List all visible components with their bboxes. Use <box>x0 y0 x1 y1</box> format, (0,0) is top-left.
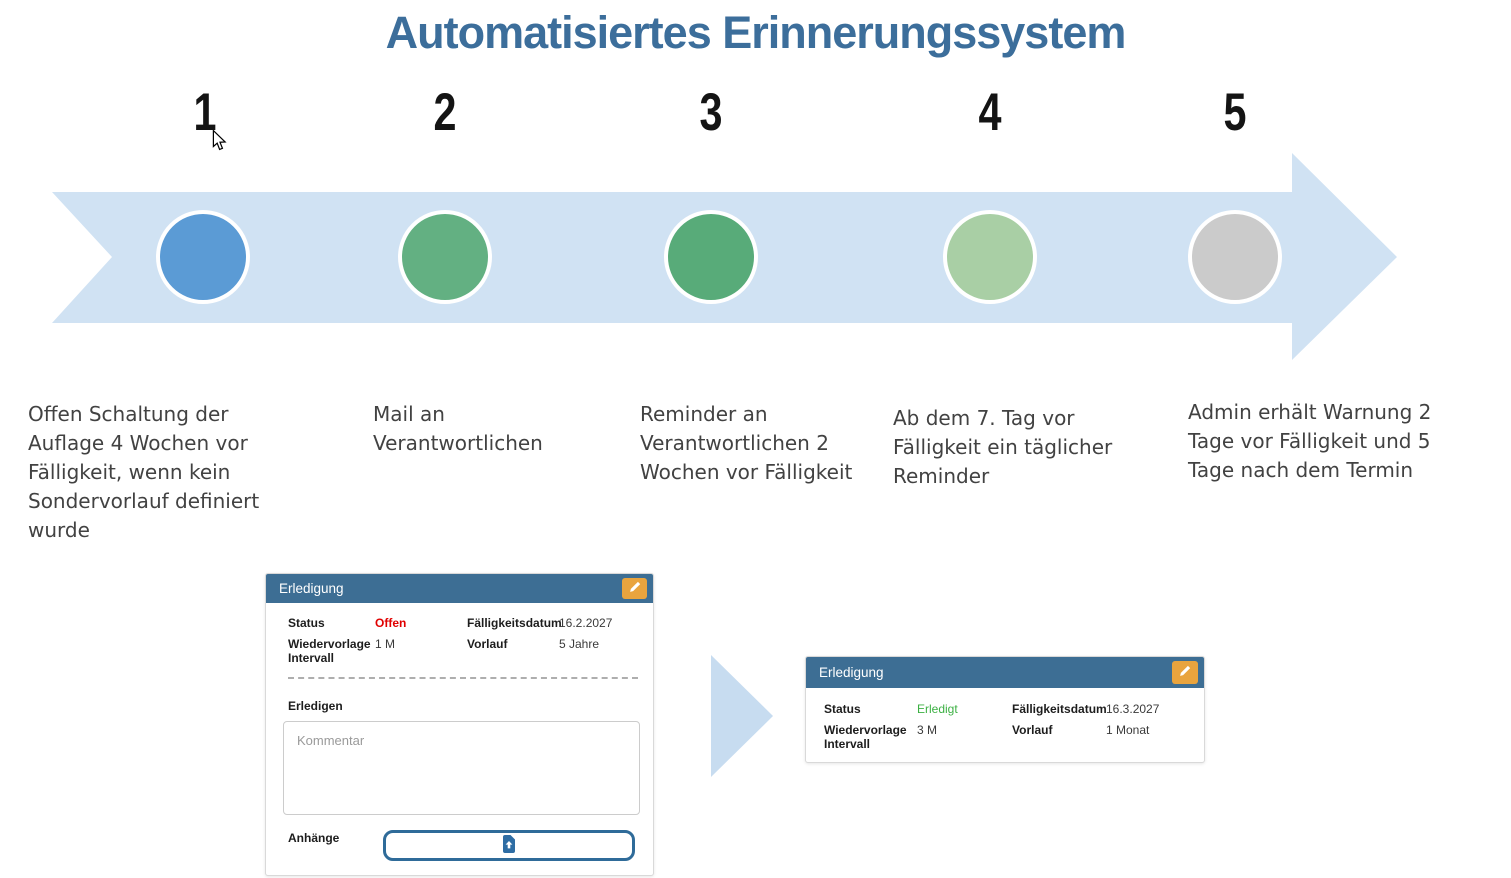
kommentar-input[interactable] <box>283 721 640 815</box>
status-label: Status <box>288 616 325 630</box>
step-description-3: Reminder an Verantwortlichen 2 Wochen vo… <box>640 402 853 484</box>
step-number-4: 4 <box>978 83 1002 142</box>
status-label: Status <box>824 702 861 716</box>
pencil-icon <box>1179 665 1191 680</box>
status-value: Offen <box>375 616 407 630</box>
step-description-1: Offen Schaltung der Auflage 4 Wochen vor… <box>28 402 260 542</box>
transition-arrow <box>711 655 773 777</box>
wiedervorlage-value: 3 M <box>917 723 938 737</box>
step-description-2: Mail an Verantwortlichen <box>373 402 543 455</box>
vorlauf-label: Vorlauf <box>1012 723 1053 737</box>
erledigung-card-open: Erledigung Status Offen Fälligkeitsdatum… <box>265 573 654 876</box>
step-description-4: Ab dem 7. Tag vor Fälligkeit ein täglich… <box>893 406 1113 488</box>
erledigen-label: Erledigen <box>288 699 343 713</box>
file-upload-icon <box>502 835 516 856</box>
edit-button[interactable] <box>622 578 647 599</box>
anhaenge-label: Anhänge <box>288 831 340 845</box>
step-number-1: 1 <box>193 83 217 142</box>
faelligkeitsdatum-value: 16.3.2027 <box>1106 702 1160 716</box>
vorlauf-label: Vorlauf <box>467 637 508 651</box>
status-value: Erledigt <box>917 702 958 716</box>
step-circle-5 <box>1188 210 1282 304</box>
upload-attachment-button[interactable] <box>383 830 635 861</box>
step-circle-1 <box>156 210 250 304</box>
step-circle-2 <box>398 210 492 304</box>
wiedervorlage-label: Wiedervorlage Intervall <box>288 637 371 665</box>
card-done-header: Erledigung <box>806 657 1204 688</box>
step-circle-4 <box>943 210 1037 304</box>
wiedervorlage-label-line1: Wiedervorlage <box>288 637 371 651</box>
faelligkeitsdatum-value: 16.2.2027 <box>559 616 613 630</box>
card-done-title: Erledigung <box>819 665 884 680</box>
wiedervorlage-label-line2: Intervall <box>824 737 871 751</box>
wiedervorlage-label-line1: Wiedervorlage <box>824 723 907 737</box>
card-open-header: Erledigung <box>266 574 653 603</box>
wiedervorlage-value: 1 M <box>375 637 396 651</box>
step-description-5: Admin erhält Warnung 2 Tage vor Fälligke… <box>1188 400 1432 482</box>
dashed-divider <box>288 677 638 679</box>
step-number-3: 3 <box>699 83 723 142</box>
card-open-title: Erledigung <box>279 581 344 596</box>
mouse-cursor-icon <box>212 129 227 157</box>
page-title: Automatisiertes Erinnerungssystem <box>385 7 1127 58</box>
vorlauf-value: 1 Monat <box>1106 723 1150 737</box>
erledigung-card-done: Erledigung Status Erledigt Fälligkeitsda… <box>805 656 1205 763</box>
edit-button[interactable] <box>1172 661 1198 684</box>
wiedervorlage-label: Wiedervorlage Intervall <box>824 723 907 751</box>
step-number-5: 5 <box>1223 83 1247 142</box>
vorlauf-value: 5 Jahre <box>559 637 600 651</box>
step-number-2: 2 <box>433 83 457 142</box>
wiedervorlage-label-line2: Intervall <box>288 651 335 665</box>
pencil-icon <box>629 581 641 596</box>
faelligkeitsdatum-label: Fälligkeitsdatum <box>1012 702 1107 716</box>
step-circle-3 <box>664 210 758 304</box>
faelligkeitsdatum-label: Fälligkeitsdatum <box>467 616 562 630</box>
